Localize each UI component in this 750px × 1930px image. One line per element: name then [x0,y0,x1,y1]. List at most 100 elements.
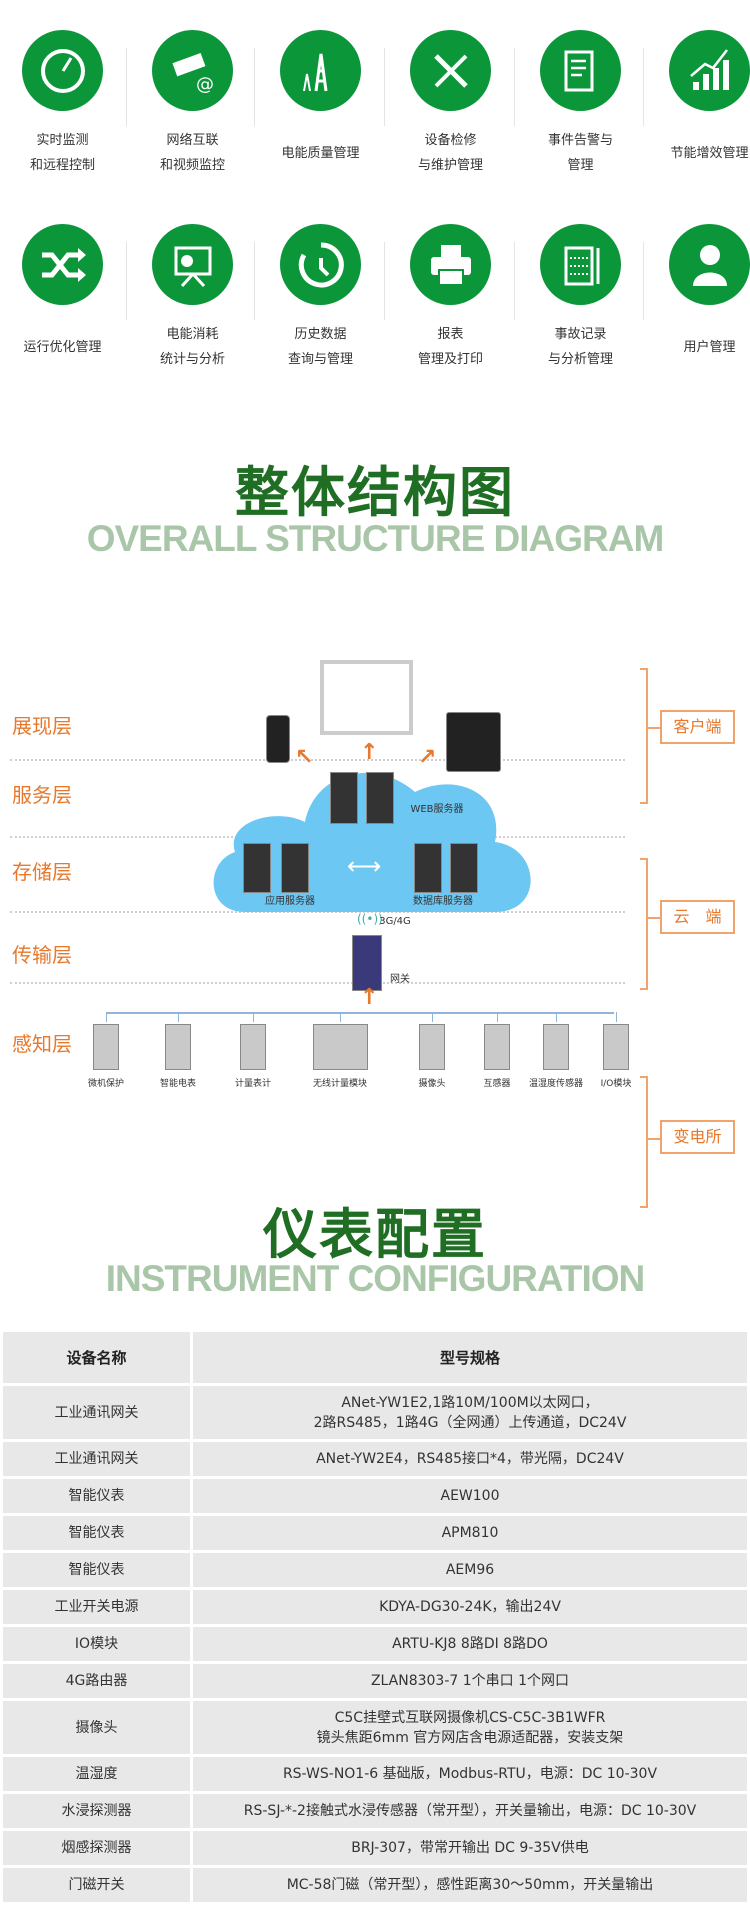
gateway-image [352,935,382,991]
device-image [240,1024,266,1070]
monitor-image [320,660,413,735]
device-name-cell: 智能仪表 [0,1476,193,1516]
table-row: 4G路由器 ZLAN8303-7 1个串口 1个网口 [0,1661,750,1701]
presentation-icon [152,224,233,305]
feature-item: 事件告警与管理 [518,30,643,200]
app-server-image [243,843,271,893]
model-spec-cell: ARTU-KJ8 8路DI 8路DO [190,1624,750,1664]
feature-item: 电能质量管理 [258,30,383,200]
growth-chart-icon [669,30,750,111]
device-image [419,1024,445,1070]
device-name-cell: 智能仪表 [0,1550,193,1590]
web-server-label: WEB服务器 [410,804,464,815]
gauge-icon [22,30,103,111]
history-icon [280,224,361,305]
web-server-image [366,772,394,824]
device-name-cell: 4G路由器 [0,1661,193,1701]
spec-line: KDYA-DG30-24K，输出24V [379,1599,561,1615]
bus-drop [340,1012,341,1022]
model-spec-cell: ANet-YW1E2,1路10M/100M以太网口，2路RS485，1路4G（全… [190,1383,750,1442]
feature-label: 与维护管理 [417,158,483,173]
web-server-image [330,772,358,824]
feature-label: 查询与管理 [287,352,353,367]
layer-label: 感知层 [12,1032,72,1056]
tablet-image [446,712,501,772]
config-title: 仪表配置 [263,1203,487,1266]
device-label: 智能电表 [159,1079,196,1089]
feature-label: 运行优化管理 [23,340,102,355]
feature-label: 报表 [437,327,464,342]
model-spec-cell: KDYA-DG30-24K，输出24V [190,1587,750,1627]
feature-label: 与分析管理 [547,352,613,367]
device-name-cell: IO模块 [0,1624,193,1664]
spec-line: AEW100 [440,1488,500,1504]
column-divider [514,242,515,320]
bracket-tick [648,1138,660,1140]
feature-label: 历史数据 [294,327,347,342]
bus-drop [178,1012,179,1022]
spec-line: AEM96 [445,1562,495,1578]
layer-label: 传输层 [12,943,72,967]
table-row: 工业通讯网关 ANet-YW2E4，RS485接口*4，带光隔，DC24V [0,1439,750,1479]
table-row: 温湿度 RS-WS-NO1-6 基础版，Modbus-RTU，电源：DC 10-… [0,1754,750,1794]
column-divider [514,48,515,126]
feature-label: 用户管理 [683,340,736,355]
spec-line: 镜头焦距6mm 官方网店含电源适配器，安装支架 [316,1729,624,1746]
device-name-cell: 门磁开关 [0,1865,193,1905]
feature-item: 节能增效管理 [647,30,750,200]
feature-item: 设备检修与维护管理 [388,30,513,200]
device-label: 摄像头 [418,1079,446,1089]
group-substation: 变电所 [660,1120,735,1154]
spec-line: ARTU-KJ8 8路DI 8路DO [392,1636,548,1652]
feature-label: 设备检修 [424,133,477,148]
arrow-icon: ↑ [360,985,379,1010]
divider [10,982,625,984]
group-cloud: 云 端 [660,900,735,934]
bracket [640,858,648,990]
header-device-name: 设备名称 [0,1329,193,1386]
model-spec-cell: RS-WS-NO1-6 基础版，Modbus-RTU，电源：DC 10-30V [190,1754,750,1794]
table-row: 智能仪表 APM810 [0,1513,750,1553]
db-server-image [450,843,478,893]
feature-item: 运行优化管理 [0,224,125,394]
column-divider [643,242,644,320]
user-icon [669,224,750,305]
gateway-label: 网关 [390,974,410,985]
structure-subtitle: OVERALL STRUCTURE DIAGRAM [86,518,665,559]
device-label: 无线计量模块 [312,1079,367,1089]
phone-image [266,715,290,763]
db-server-label: 数据库服务器 [413,896,473,907]
feature-label: 网络互联 [166,133,219,148]
feature-label: 和远程控制 [29,158,95,173]
feature-label: 管理及打印 [417,352,483,367]
feature-item: 电能消耗统计与分析 [130,224,255,394]
table-row: 门磁开关 MC-58门磁（常开型），感性距离30～50mm，开关量输出 [0,1865,750,1905]
arrow-icon: ↖ [295,745,314,770]
device-name-cell: 工业通讯网关 [0,1383,193,1442]
device-image [165,1024,191,1070]
device-image [93,1024,119,1070]
column-divider [126,48,127,126]
layer-label: 服务层 [12,783,72,807]
bus-drop [497,1012,498,1022]
device-name-cell: 水浸探测器 [0,1791,193,1831]
device-name-cell: 工业开关电源 [0,1587,193,1627]
bus-drop [556,1012,557,1022]
model-spec-cell: AEW100 [190,1476,750,1516]
model-spec-cell: BRJ-307，带常开输出 DC 9-35V供电 [190,1828,750,1868]
feature-item: 历史数据查询与管理 [258,224,383,394]
column-divider [254,48,255,126]
spec-line: RS-SJ-*-2接触式水浸传感器（常开型），开关量输出，电源：DC 10-30… [243,1803,697,1819]
db-server-image [414,843,442,893]
bus-drop [616,1012,617,1022]
device-name-cell: 温湿度 [0,1754,193,1794]
model-spec-cell: MC-58门磁（常开型），感性距离30～50mm，开关量输出 [190,1865,750,1905]
model-spec-cell: ANet-YW2E4，RS485接口*4，带光隔，DC24V [190,1439,750,1479]
spec-line: MC-58门磁（常开型），感性距离30～50mm，开关量输出 [286,1877,654,1893]
bracket [640,1076,648,1208]
device-label: 计量表计 [234,1079,271,1089]
model-spec-cell: APM810 [190,1513,750,1553]
column-divider [254,242,255,320]
